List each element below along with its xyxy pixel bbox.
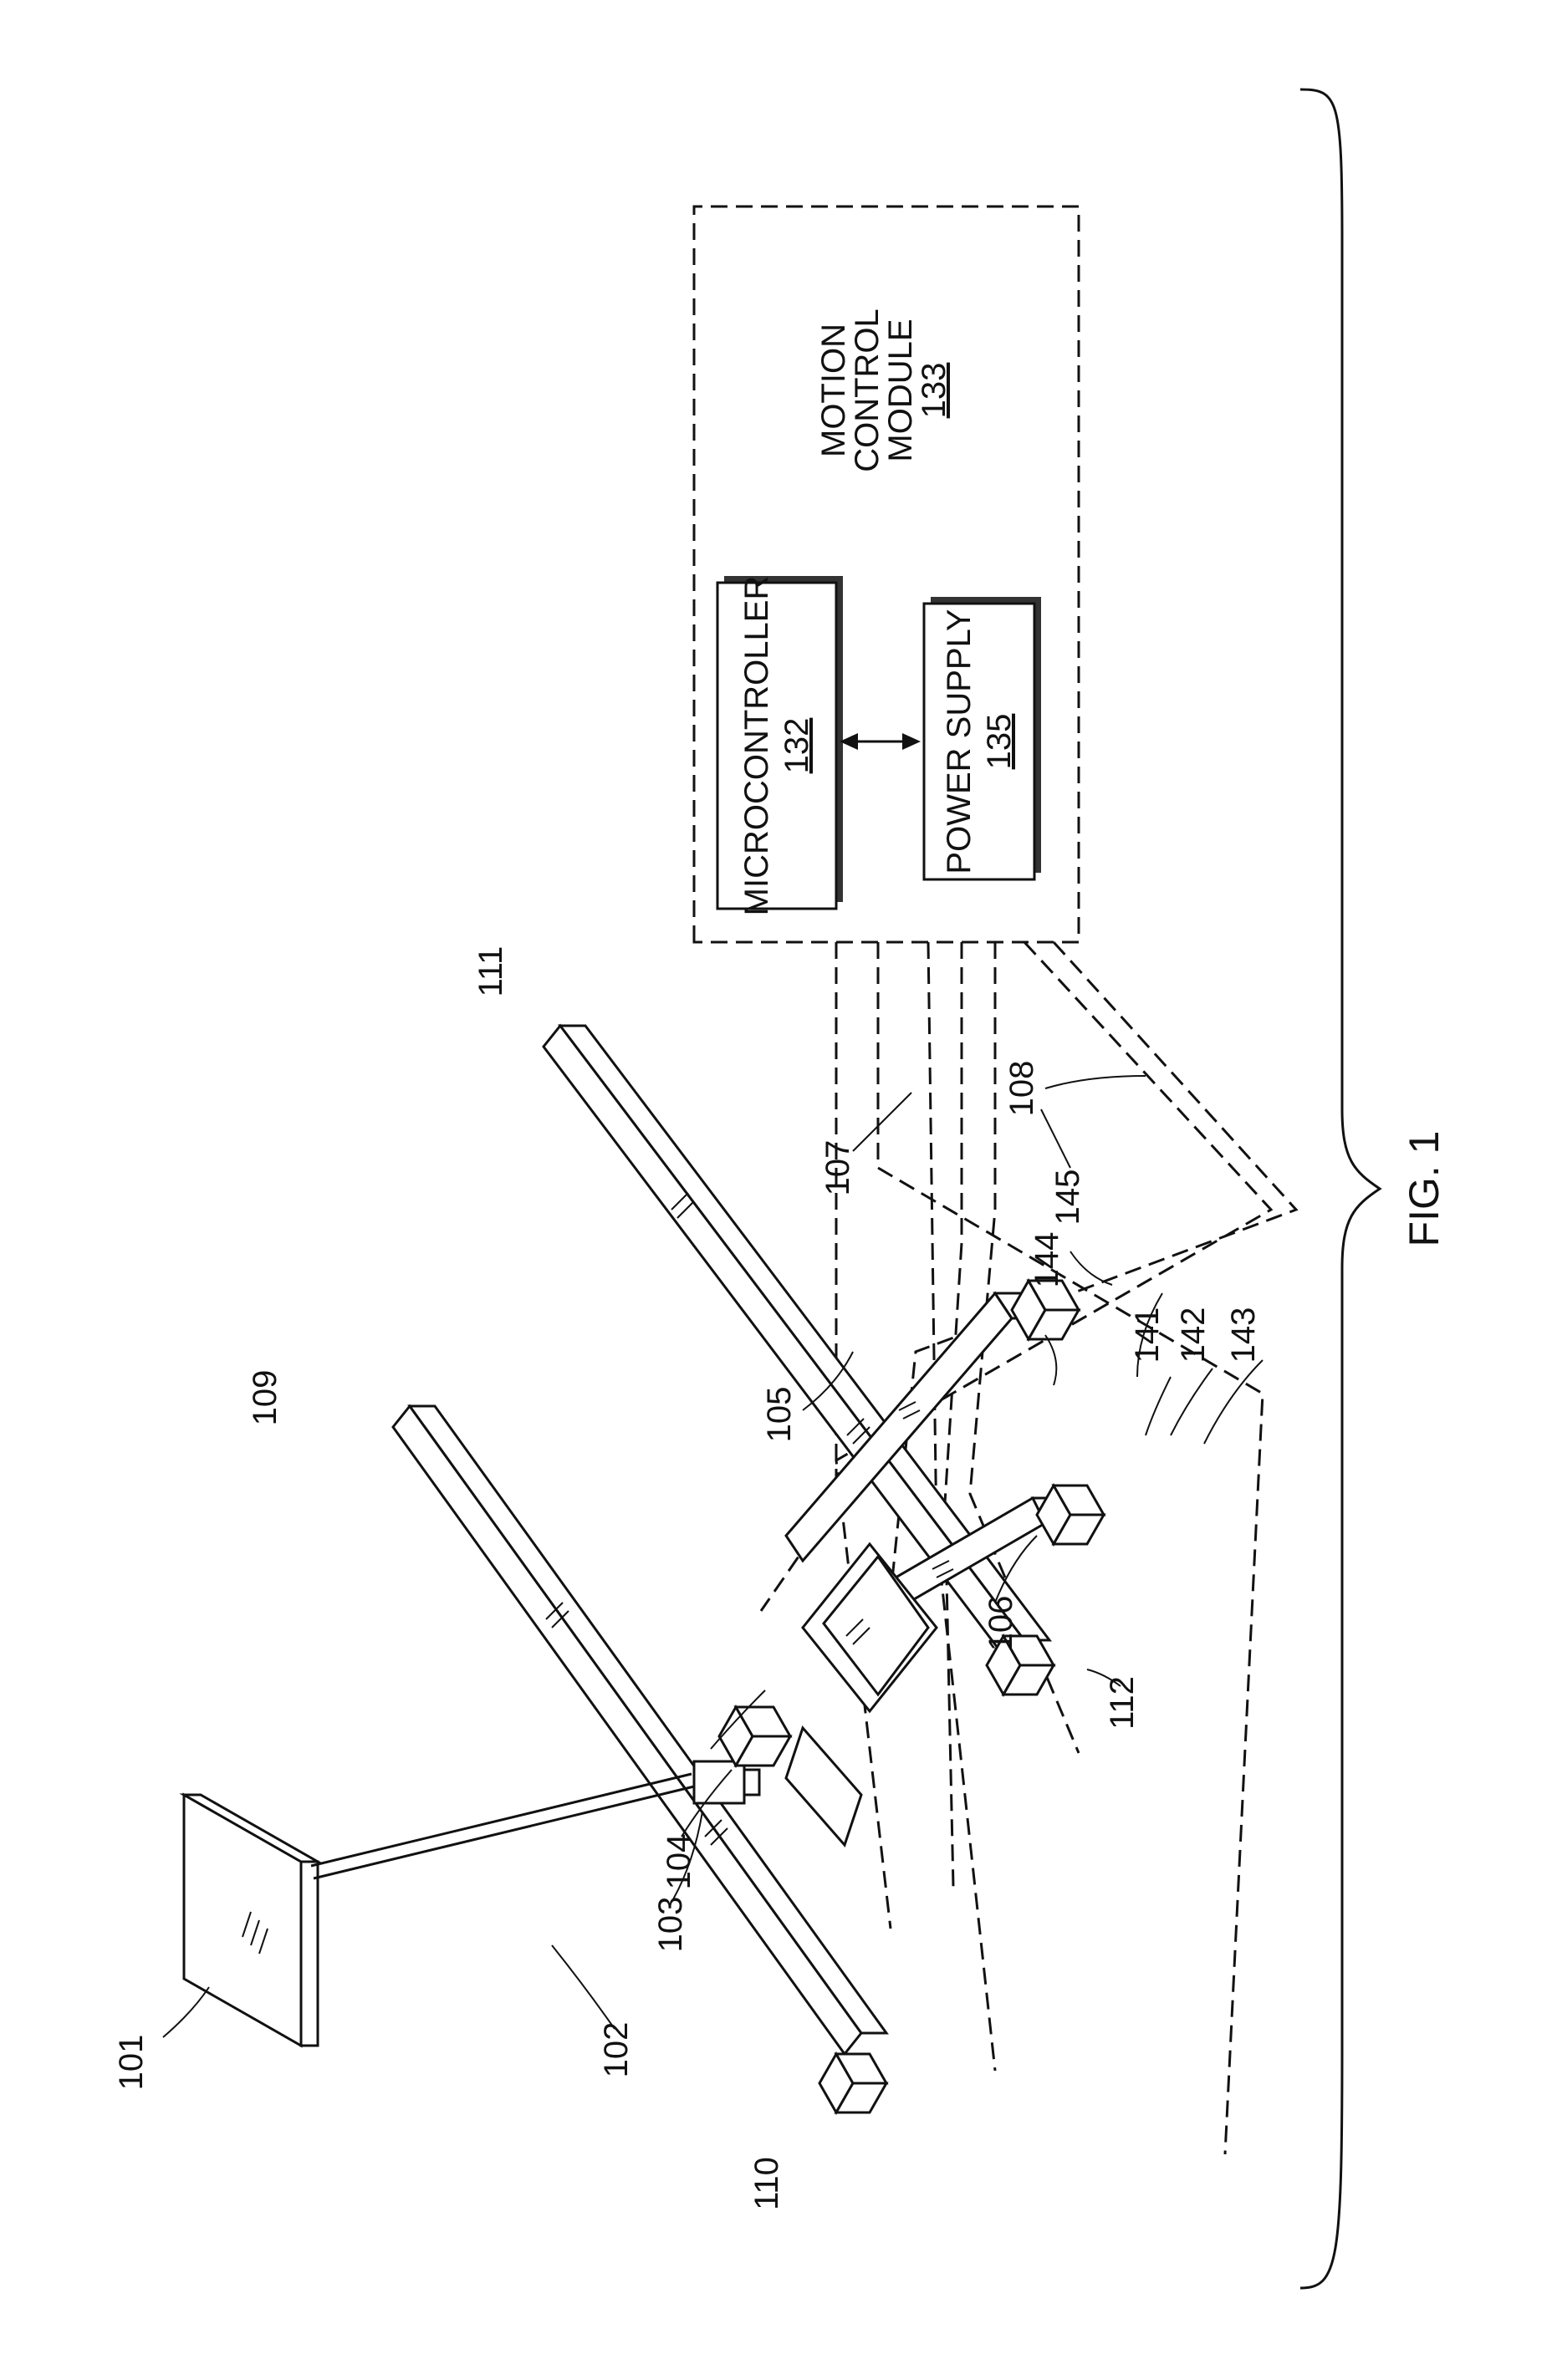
motor-103	[694, 1761, 759, 1803]
figure-label: FIG. 1	[1401, 1131, 1447, 1247]
ref-112: 112	[1104, 1676, 1141, 1730]
end-block-106	[1037, 1486, 1104, 1544]
ref-109: 109	[247, 1370, 283, 1426]
power-supply-number: 135	[981, 714, 1018, 770]
microcontroller-number: 132	[779, 718, 815, 774]
ref-107: 107	[819, 1140, 856, 1196]
figure-brace	[1300, 89, 1380, 2288]
ref-106: 106	[983, 1596, 1019, 1652]
module-title-line-1: MOTION	[815, 324, 852, 457]
ref-145: 145	[1049, 1170, 1086, 1226]
microcontroller-box	[717, 583, 836, 909]
platform-101	[184, 1795, 318, 2046]
end-block-110	[819, 2054, 886, 2112]
ref-103: 103	[652, 1897, 689, 1953]
ref-102: 102	[598, 2022, 635, 2078]
ref-110: 110	[748, 2157, 785, 2210]
ref-104: 104	[661, 1834, 697, 1890]
rotated-drawing: FIG. 1 MOTION CONTROL MODULE 133 MICROCO…	[113, 89, 1447, 2288]
ref-141: 141	[1129, 1307, 1166, 1363]
shaft-102	[311, 1774, 694, 1878]
motor-104	[719, 1707, 790, 1766]
ref-143: 143	[1225, 1307, 1262, 1363]
ref-142: 142	[1175, 1307, 1212, 1363]
microcontroller-label: MICROCONTROLLER	[738, 576, 775, 916]
power-supply-label: POWER SUPPLY	[941, 609, 978, 874]
ref-105: 105	[761, 1387, 798, 1443]
ref-101: 101	[113, 2035, 150, 2091]
module-title-line-2: CONTROL	[849, 308, 886, 472]
bidirectional-arrow-icon	[840, 733, 921, 750]
module-number: 133	[916, 363, 952, 419]
end-block-108	[1012, 1281, 1079, 1339]
ref-108: 108	[1003, 1061, 1040, 1117]
ref-144: 144	[1029, 1232, 1065, 1288]
ref-111: 111	[472, 946, 509, 997]
module-title-line-3: MODULE	[882, 319, 919, 461]
base-plate	[786, 1728, 861, 1845]
